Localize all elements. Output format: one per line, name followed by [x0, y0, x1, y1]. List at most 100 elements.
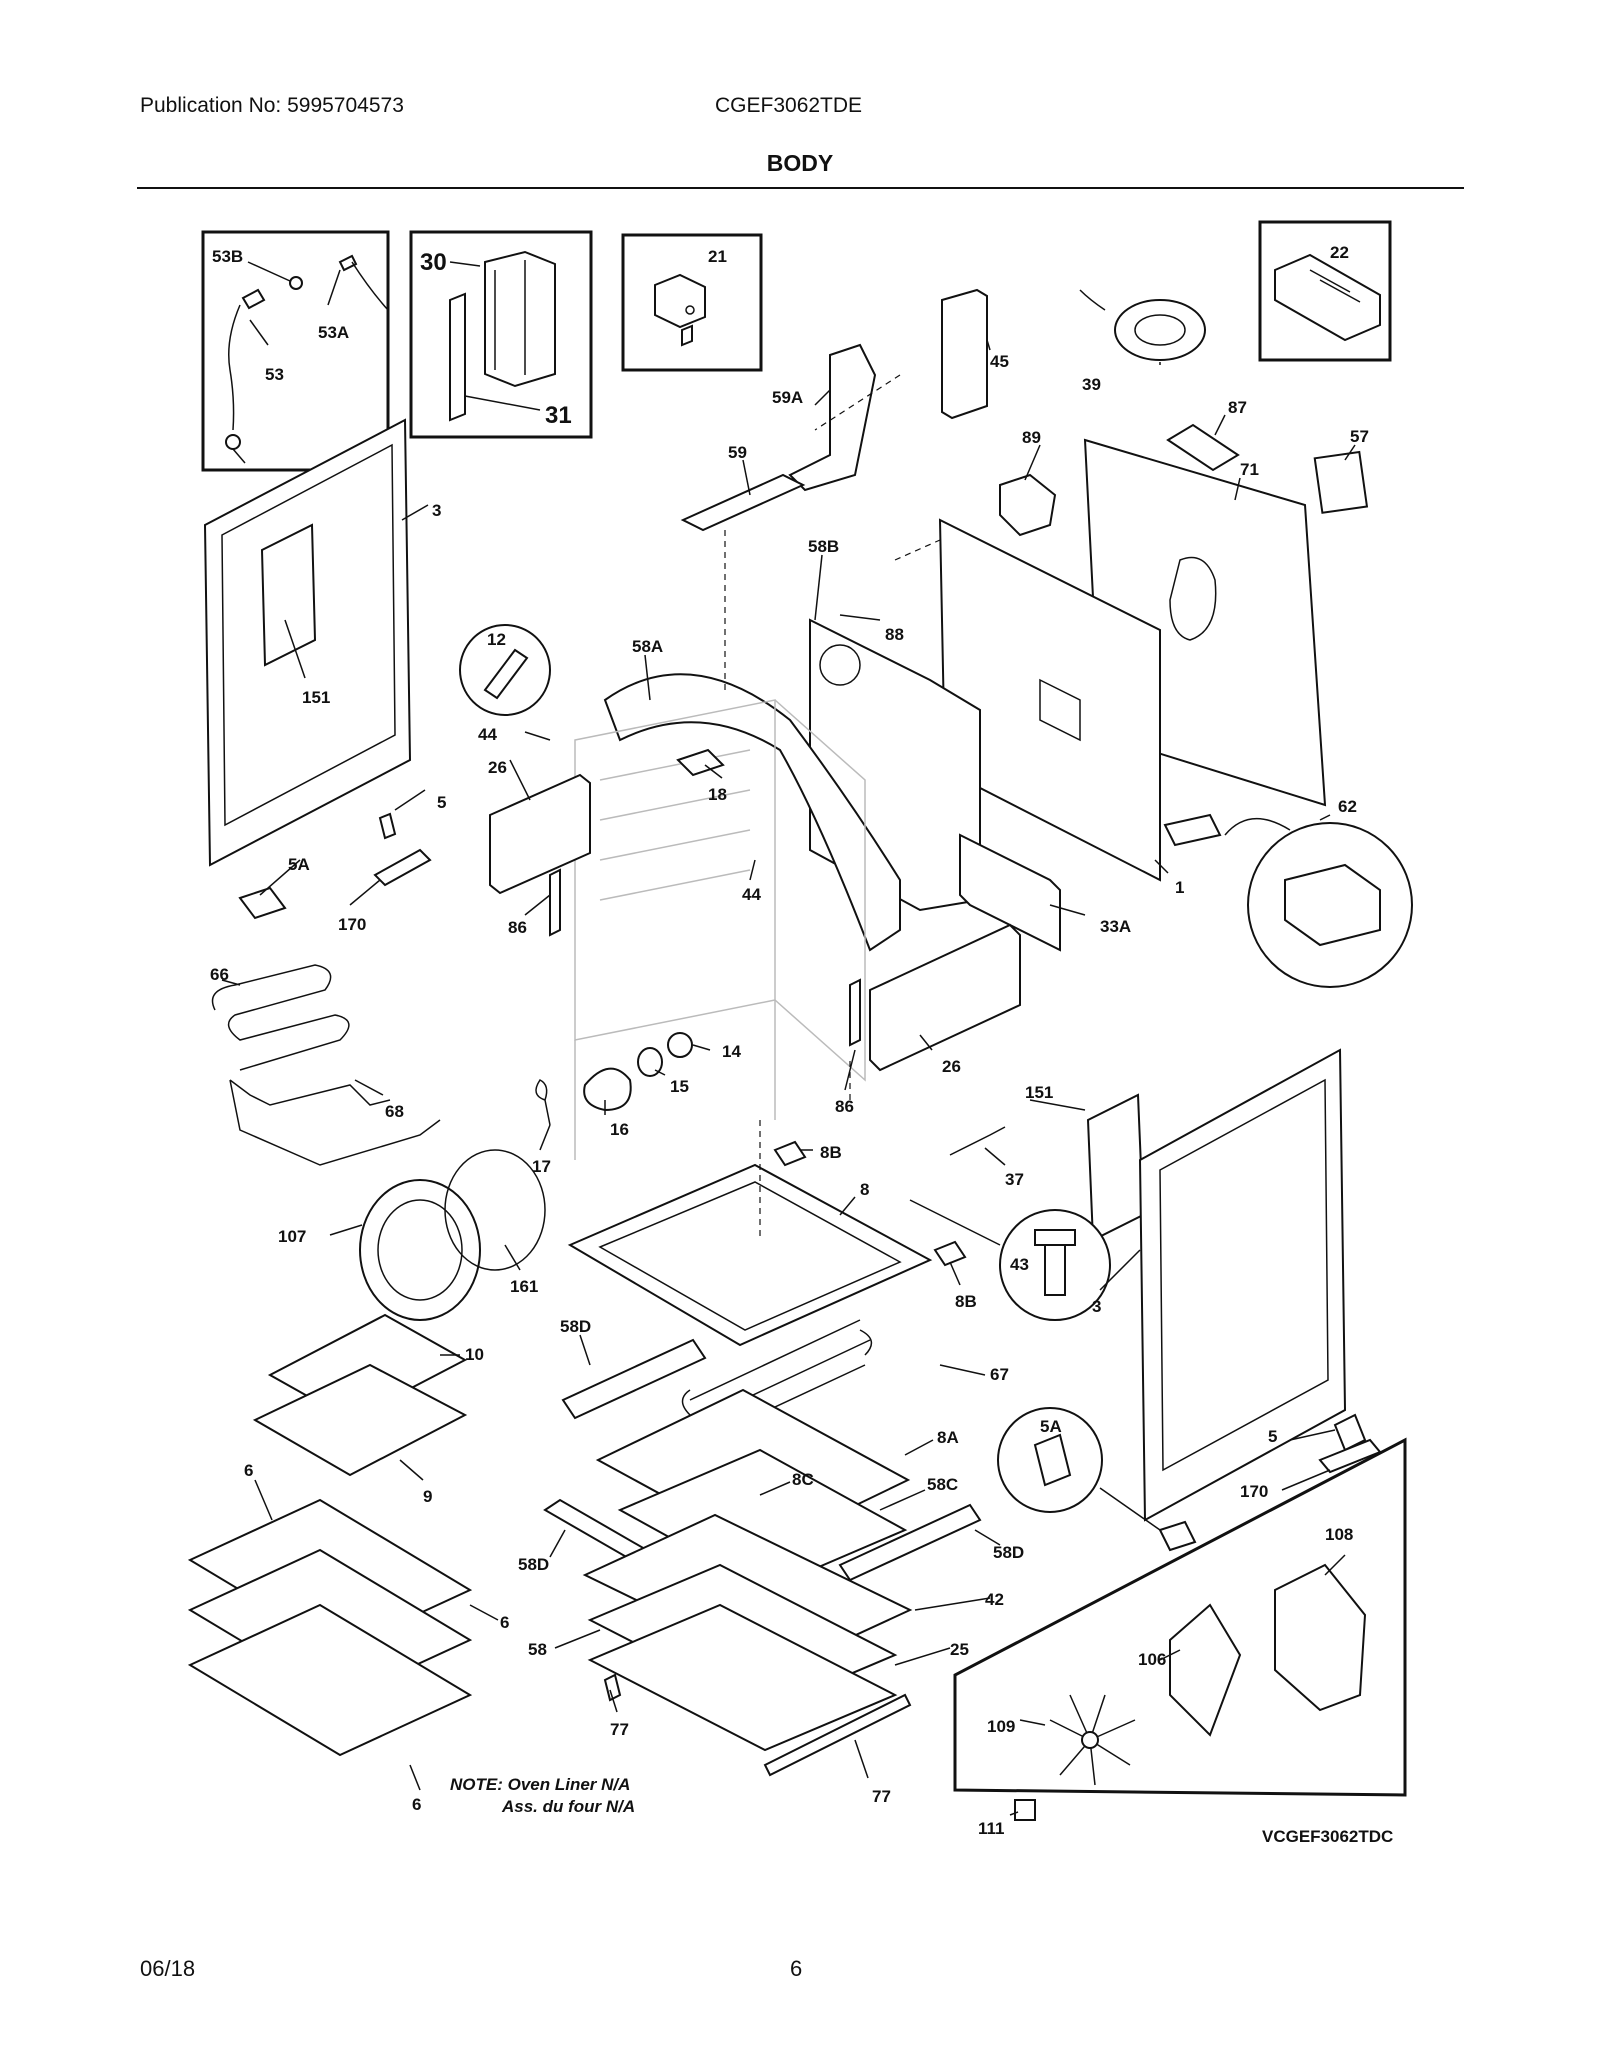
- label-59: 59: [728, 443, 747, 462]
- label-8A: 8A: [937, 1428, 959, 1447]
- label-62: 62: [1338, 797, 1357, 816]
- label-44-bottom: 44: [742, 885, 761, 904]
- footer-date: 06/18: [140, 1956, 196, 1981]
- inset-53-sensor: [201, 230, 390, 472]
- label-12: 12: [487, 630, 506, 649]
- part-66-broil-element: [211, 964, 350, 1071]
- label-151-left: 151: [302, 688, 330, 707]
- label-58A: 58A: [632, 637, 663, 656]
- publication-number: Publication No: 5995704573: [140, 94, 404, 117]
- label-58D-left: 58D: [518, 1555, 549, 1574]
- part-26-rail-left: [489, 773, 591, 895]
- model-number: CGEF3062TDE: [715, 94, 863, 117]
- label-58D-right: 58D: [993, 1543, 1024, 1562]
- label-3-right: 3: [1092, 1297, 1101, 1316]
- label-108: 108: [1325, 1525, 1353, 1544]
- part-25-plate: [587, 1603, 898, 1752]
- note-oven-liner-fr: Ass. du four N/A: [501, 1797, 635, 1816]
- label-31: 31: [545, 402, 572, 429]
- label-170-right: 170: [1240, 1482, 1268, 1501]
- label-53B: 53B: [212, 247, 243, 266]
- label-6-middle: 6: [500, 1613, 509, 1632]
- label-15: 15: [670, 1077, 689, 1096]
- part-58A-insulation-wrap: [603, 673, 901, 952]
- label-43: 43: [1010, 1255, 1029, 1274]
- label-58B: 58B: [808, 537, 839, 556]
- label-53: 53: [265, 365, 284, 384]
- part-3-right-side-panel: [1138, 1048, 1347, 1522]
- part-39-cord: [1079, 289, 1206, 361]
- part-16-lens: [583, 1067, 632, 1112]
- part-67-bake-element: [681, 1319, 873, 1436]
- part-89-bracket: [999, 473, 1057, 537]
- leader-lines: [221, 261, 1356, 1816]
- part-8B-bracket-right: [933, 1240, 967, 1267]
- label-17: 17: [532, 1157, 551, 1176]
- part-37-sensor: [949, 1126, 1006, 1156]
- part-87-plate: [1166, 423, 1240, 472]
- part-5A-leg-right: [1158, 1520, 1197, 1552]
- part-15-bulb: [637, 1047, 663, 1077]
- label-37: 37: [1005, 1170, 1024, 1189]
- inset-21-part: [621, 233, 763, 372]
- part-68-wire: [229, 1079, 441, 1166]
- label-26-right: 26: [942, 1057, 961, 1076]
- label-111: 111: [978, 1819, 1005, 1838]
- label-151-right: 151: [1025, 1083, 1053, 1102]
- part-170-bracket: [373, 848, 432, 887]
- label-8B-right: 8B: [955, 1292, 977, 1311]
- label-22: 22: [1330, 243, 1349, 262]
- callout-labels: 53B 53A 53 30 31 21 22 45 39 59A 59 87 5…: [210, 243, 1369, 1838]
- label-45: 45: [990, 352, 1009, 371]
- oven-cavity-ghost: [574, 699, 866, 1160]
- part-45: [941, 288, 988, 420]
- label-25: 25: [950, 1640, 969, 1659]
- label-58C: 58C: [927, 1475, 958, 1494]
- label-8C: 8C: [792, 1470, 814, 1489]
- part-77-rail-left: [603, 1673, 622, 1702]
- part-8-bottom-tray: [567, 1163, 933, 1347]
- part-14-socket: [667, 1032, 693, 1058]
- label-6-bottom: 6: [412, 1795, 421, 1814]
- label-86-left: 86: [508, 918, 527, 937]
- label-89: 89: [1022, 428, 1041, 447]
- part-59A-duct: [788, 343, 877, 492]
- label-44-top: 44: [478, 725, 497, 744]
- label-77-left: 77: [610, 1720, 629, 1739]
- label-16: 16: [610, 1120, 629, 1139]
- label-109: 109: [987, 1717, 1015, 1736]
- label-9: 9: [423, 1487, 432, 1506]
- label-53A: 53A: [318, 323, 349, 342]
- label-58D-top: 58D: [560, 1317, 591, 1336]
- header-rule: [137, 187, 1464, 189]
- part-86-bracket-right: [849, 978, 861, 1047]
- label-8B-top: 8B: [820, 1143, 842, 1162]
- label-39: 39: [1082, 375, 1101, 394]
- label-14: 14: [722, 1042, 741, 1061]
- label-67: 67: [990, 1365, 1009, 1384]
- inset-22-bracket: [1258, 220, 1392, 362]
- part-5A-leg: [238, 886, 287, 920]
- label-8: 8: [860, 1180, 869, 1199]
- part-8B-bracket-top: [773, 1140, 807, 1167]
- label-57: 57: [1350, 427, 1369, 446]
- label-106: 106: [1138, 1650, 1166, 1669]
- label-161: 161: [510, 1277, 538, 1296]
- label-18: 18: [708, 785, 727, 804]
- label-107: 107: [278, 1227, 306, 1246]
- part-151-bracket-right: [1086, 1093, 1145, 1242]
- part-59-duct: [680, 473, 806, 532]
- label-68: 68: [385, 1102, 404, 1121]
- label-30: 30: [420, 249, 447, 276]
- label-87: 87: [1228, 398, 1247, 417]
- part-77-rail-right: [763, 1693, 912, 1777]
- part-33A-rail: [959, 833, 1061, 952]
- part-5-leveler-right: [1333, 1413, 1367, 1452]
- inset-30-31-insulation: [409, 230, 593, 439]
- part-9-broil-pan: [252, 1363, 468, 1477]
- drawing-code: VCGEF3062TDC: [1262, 1827, 1393, 1846]
- part-58D-insulation-left: [561, 1338, 707, 1420]
- part-57-vent: [1313, 450, 1369, 514]
- part-17-clip: [535, 1079, 551, 1126]
